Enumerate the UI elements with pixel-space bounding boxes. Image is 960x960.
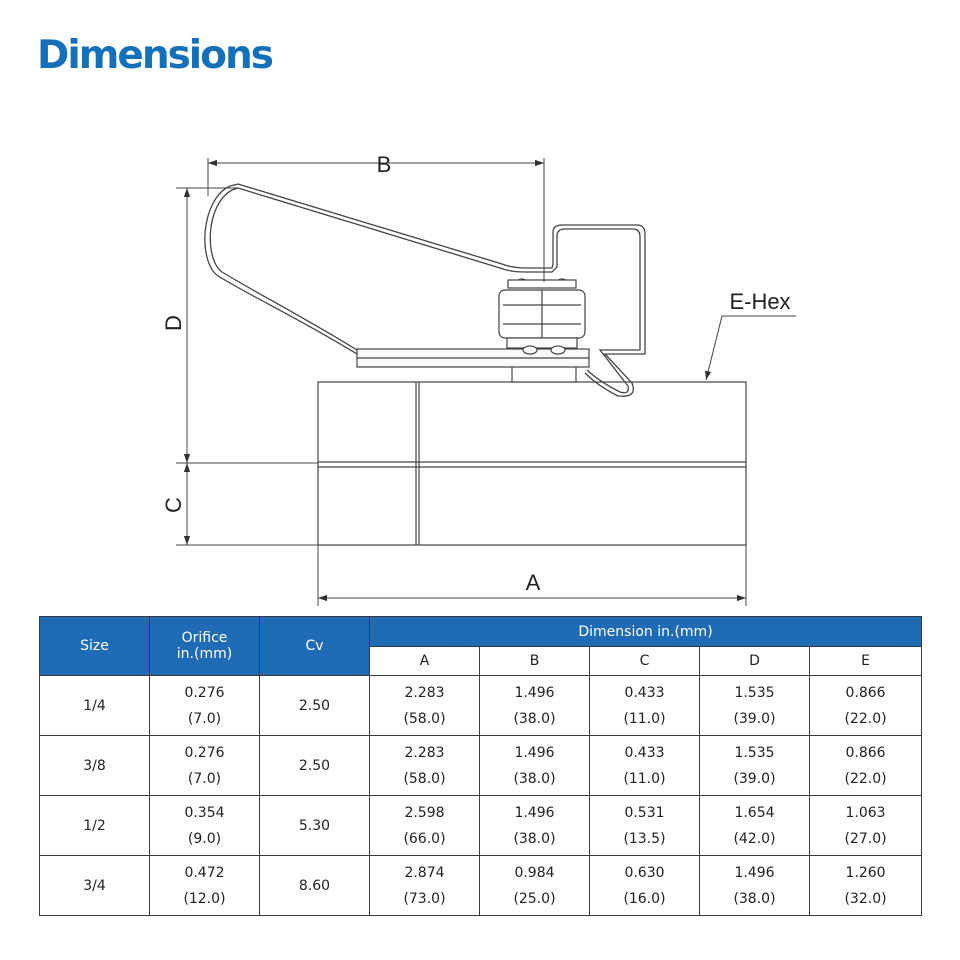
stem-nut-assembly bbox=[356, 278, 590, 383]
cell-dim-c: 0.433(11.0) bbox=[589, 675, 700, 736]
cell-dim-b: 0.984(25.0) bbox=[479, 855, 590, 916]
cell-cv: 2.50 bbox=[259, 675, 370, 736]
header-dim-d: D bbox=[699, 646, 810, 676]
cell-orifice: 0.354(9.0) bbox=[149, 795, 260, 856]
page-title: Dimensions bbox=[37, 33, 274, 78]
cell-dim-a: 2.283(58.0) bbox=[369, 735, 480, 796]
cell-dim-e: 0.866(22.0) bbox=[808, 675, 923, 736]
cell-cv: 2.50 bbox=[259, 735, 370, 796]
cell-dim-a: 2.283(58.0) bbox=[369, 675, 480, 736]
header-size: Size bbox=[39, 616, 150, 676]
table-row: 3/8 0.276(7.0) 2.50 2.283(58.0) 1.496(38… bbox=[39, 735, 923, 796]
cell-dim-d: 1.654(42.0) bbox=[699, 795, 810, 856]
dim-label-a: A bbox=[526, 570, 541, 595]
cell-dim-c: 0.531(13.5) bbox=[589, 795, 700, 856]
cell-dim-d: 1.535(39.0) bbox=[699, 675, 810, 736]
cell-dim-a: 2.598(66.0) bbox=[369, 795, 480, 856]
header-dim-e: E bbox=[808, 646, 923, 676]
cell-cv: 5.30 bbox=[259, 795, 370, 856]
cell-size: 3/8 bbox=[39, 735, 150, 796]
cell-dim-d: 1.535(39.0) bbox=[699, 735, 810, 796]
dimension-lines bbox=[176, 158, 796, 606]
handle-lever bbox=[204, 183, 646, 397]
table-row: 1/4 0.276(7.0) 2.50 2.283(58.0) 1.496(38… bbox=[39, 675, 923, 736]
header-dimension: Dimension in.(mm) bbox=[368, 616, 923, 647]
cell-dim-e: 0.866(22.0) bbox=[808, 735, 923, 796]
cell-dim-c: 0.630(16.0) bbox=[589, 855, 700, 916]
cell-size: 1/2 bbox=[39, 795, 150, 856]
cell-size: 3/4 bbox=[39, 855, 150, 916]
header-cv: Cv bbox=[259, 616, 370, 676]
cell-orifice: 0.472(12.0) bbox=[149, 855, 260, 916]
cell-dim-e: 1.260(32.0) bbox=[808, 855, 923, 916]
cell-cv: 8.60 bbox=[259, 855, 370, 916]
valve-body bbox=[317, 381, 747, 546]
dim-label-ehex: E-Hex bbox=[729, 289, 790, 314]
cell-size: 1/4 bbox=[39, 675, 150, 736]
cell-orifice: 0.276(7.0) bbox=[149, 675, 260, 736]
dim-label-d: D bbox=[161, 315, 186, 331]
cell-dim-b: 1.496(38.0) bbox=[479, 795, 590, 856]
dimension-table: Size Orifice in.(mm) Cv Dimension in.(mm… bbox=[39, 616, 923, 916]
dim-label-b: B bbox=[377, 152, 392, 177]
cell-dim-e: 1.063(27.0) bbox=[808, 795, 923, 856]
cell-dim-d: 1.496(38.0) bbox=[699, 855, 810, 916]
header-orifice: Orifice in.(mm) bbox=[149, 616, 260, 676]
header-dim-b: B bbox=[479, 646, 590, 676]
header-dim-c: C bbox=[589, 646, 700, 676]
cell-dim-c: 0.433(11.0) bbox=[589, 735, 700, 796]
table-row: 3/4 0.472(12.0) 8.60 2.874(73.0) 0.984(2… bbox=[39, 855, 923, 916]
cell-orifice: 0.276(7.0) bbox=[149, 735, 260, 796]
cell-dim-b: 1.496(38.0) bbox=[479, 735, 590, 796]
cell-dim-b: 1.496(38.0) bbox=[479, 675, 590, 736]
cell-dim-a: 2.874(73.0) bbox=[369, 855, 480, 916]
dim-label-c: C bbox=[161, 497, 186, 513]
table-row: 1/2 0.354(9.0) 5.30 2.598(66.0) 1.496(38… bbox=[39, 795, 923, 856]
valve-dimension-drawing: B D C A E-Hex bbox=[161, 152, 796, 606]
header-dim-a: A bbox=[369, 646, 480, 676]
